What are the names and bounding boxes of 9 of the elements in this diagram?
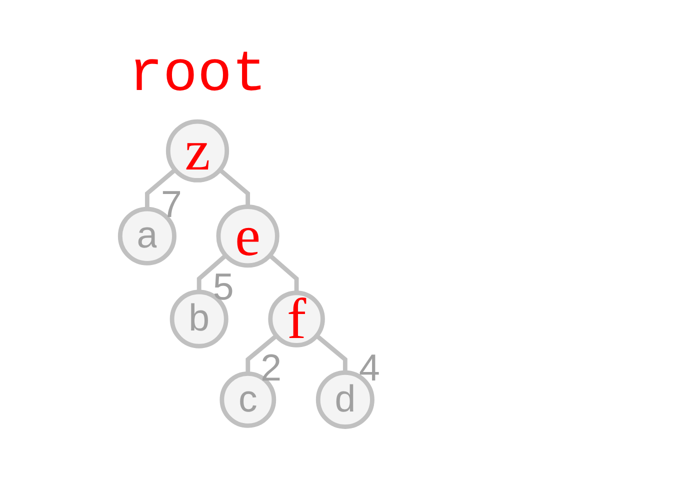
tree-node-circle: e: [216, 204, 280, 268]
tree-edge: [246, 334, 278, 374]
root-label: root: [128, 43, 266, 108]
tree-edge: [218, 168, 250, 207]
tree-edge: [196, 254, 228, 292]
tree-edge: [315, 334, 348, 373]
tree-edge: [268, 254, 299, 293]
tree-edge: [144, 168, 177, 210]
tree-node-circle: z: [166, 118, 230, 183]
